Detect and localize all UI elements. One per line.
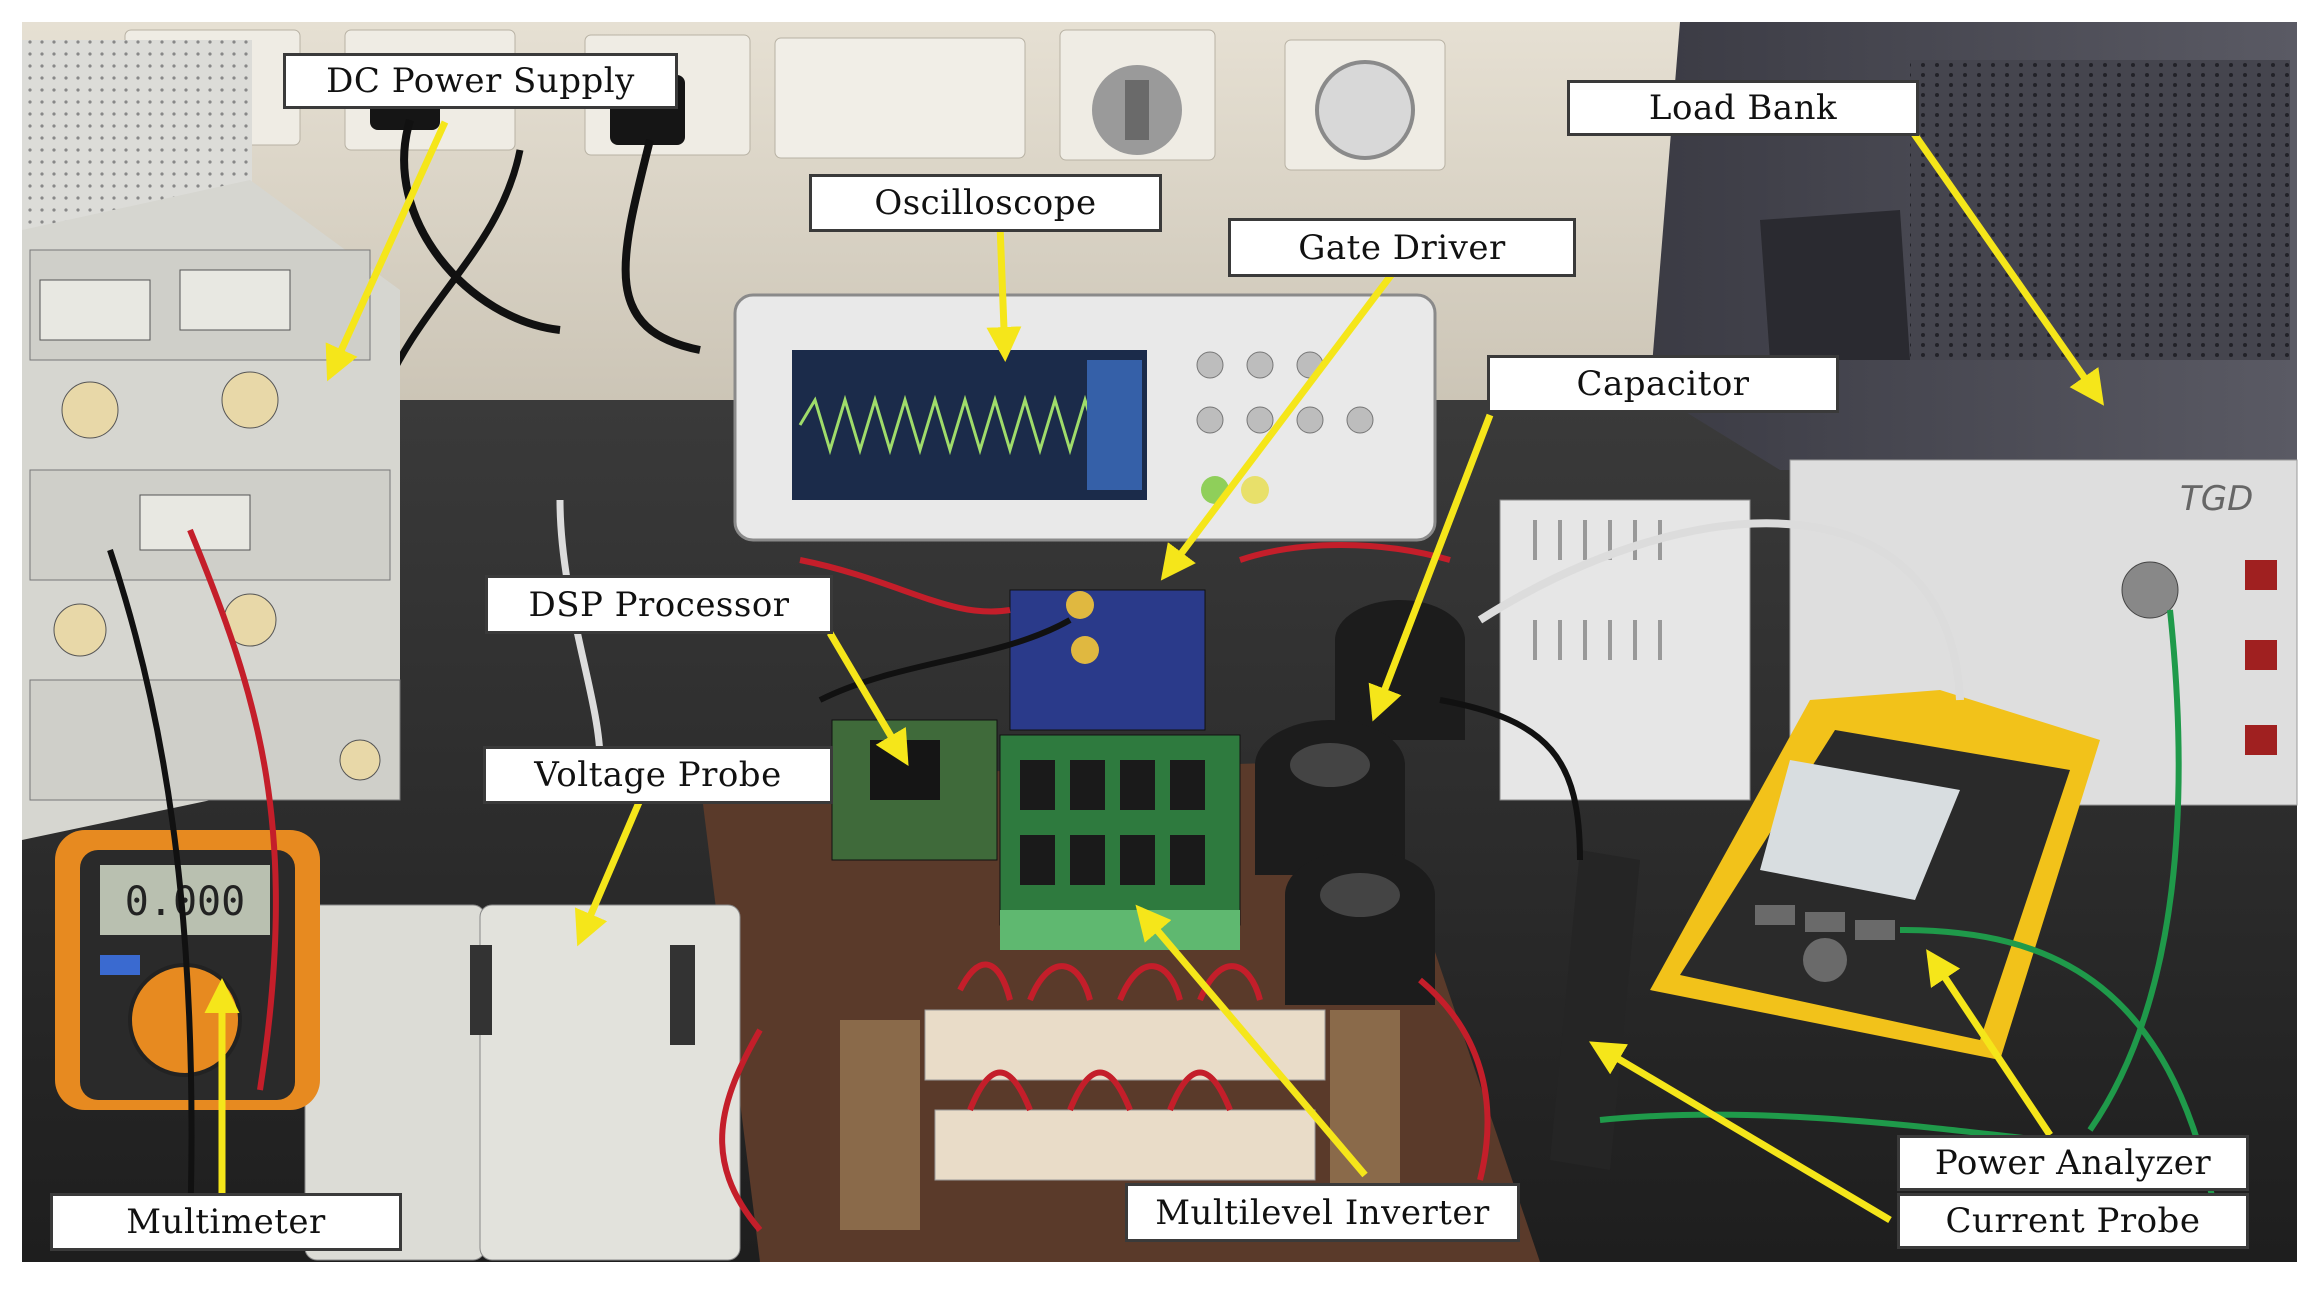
- label-load-bank: Load Bank: [1567, 80, 1919, 136]
- callout-arrows: [204, 120, 2105, 1224]
- label-capacitor: Capacitor: [1487, 355, 1839, 413]
- dc-power-supply-unit: [22, 40, 401, 840]
- power-analyzer-unit: [1650, 690, 2100, 1060]
- label-multilevel-inverter: Multilevel Inverter: [1125, 1183, 1520, 1242]
- label-dc-power-supply: DC Power Supply: [283, 53, 678, 109]
- oscilloscope-unit: [733, 293, 1437, 542]
- label-gate-driver: Gate Driver: [1228, 218, 1576, 277]
- label-current-probe: Current Probe: [1897, 1193, 2249, 1249]
- label-power-analyzer: Power Analyzer: [1897, 1135, 2249, 1191]
- label-oscilloscope: Oscilloscope: [809, 174, 1162, 232]
- label-multimeter: Multimeter: [50, 1193, 402, 1251]
- label-dsp-processor: DSP Processor: [485, 575, 833, 634]
- label-voltage-probe: Voltage Probe: [483, 746, 833, 804]
- svg-text:TGD: TGD: [2180, 479, 2253, 519]
